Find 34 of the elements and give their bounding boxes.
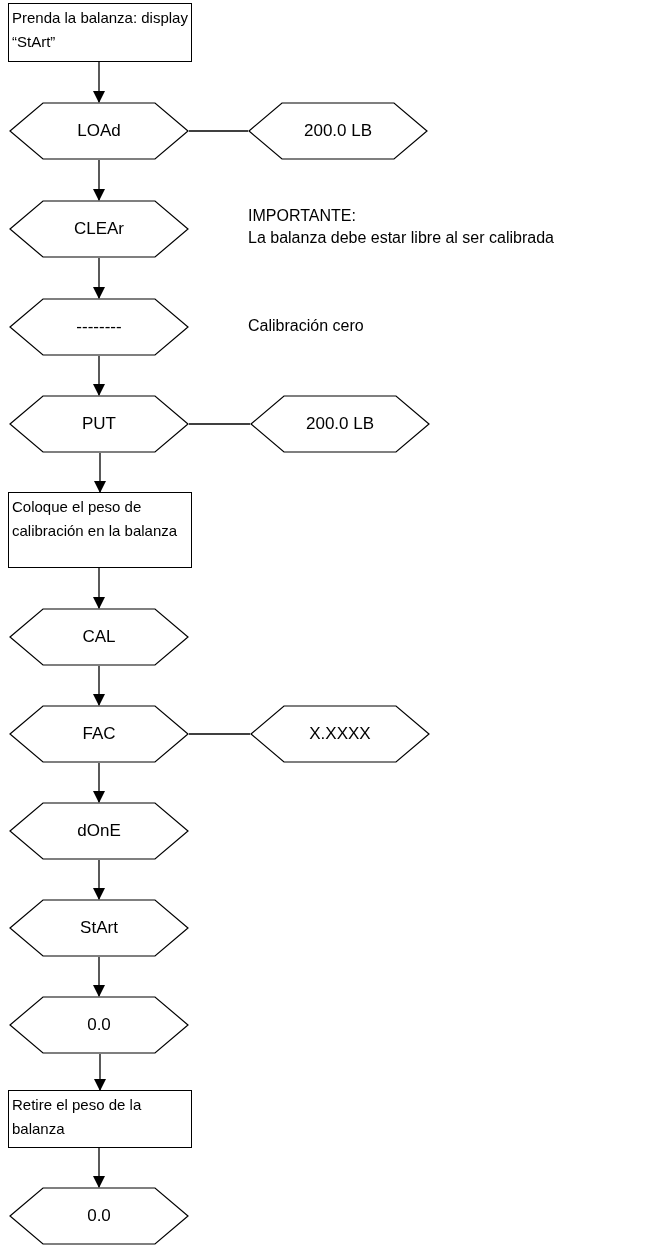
display-hexagon: --------: [9, 298, 189, 356]
arrow: [93, 1147, 105, 1188]
arrow: [93, 567, 105, 609]
note-text: Calibración cero: [248, 316, 364, 336]
connector-line: [188, 733, 251, 735]
display-hexagon: 0.0: [9, 1187, 189, 1245]
process-box: Retire el peso de la balanza: [8, 1090, 192, 1148]
note-text: IMPORTANTE:: [248, 206, 356, 226]
arrow: [93, 762, 105, 803]
display-hexagon: FAC: [9, 705, 189, 763]
process-box: Prenda la balanza: display “StArt”: [8, 3, 192, 62]
note-text: La balanza debe estar libre al ser calibrada: [248, 228, 554, 248]
display-hexagon: StArt: [9, 899, 189, 957]
process-box: Coloque el peso de calibración en la balanza: [8, 492, 192, 568]
display-hexagon: CAL: [9, 608, 189, 666]
display-hexagon: 200.0 LB: [250, 395, 430, 453]
arrow: [94, 1053, 106, 1091]
arrow: [93, 355, 105, 396]
arrow: [94, 452, 106, 493]
arrow: [93, 665, 105, 706]
arrow: [93, 257, 105, 299]
display-hexagon: 0.0: [9, 996, 189, 1054]
connector-line: [188, 423, 251, 425]
display-hexagon: CLEAr: [9, 200, 189, 258]
arrow: [93, 859, 105, 900]
display-hexagon: PUT: [9, 395, 189, 453]
display-hexagon: 200.0 LB: [248, 102, 428, 160]
connector-line: [188, 130, 249, 132]
display-hexagon: LOAd: [9, 102, 189, 160]
arrow: [93, 159, 105, 201]
arrow: [93, 956, 105, 997]
display-hexagon: dOnE: [9, 802, 189, 860]
display-hexagon: X.XXXX: [250, 705, 430, 763]
arrow: [93, 61, 105, 103]
